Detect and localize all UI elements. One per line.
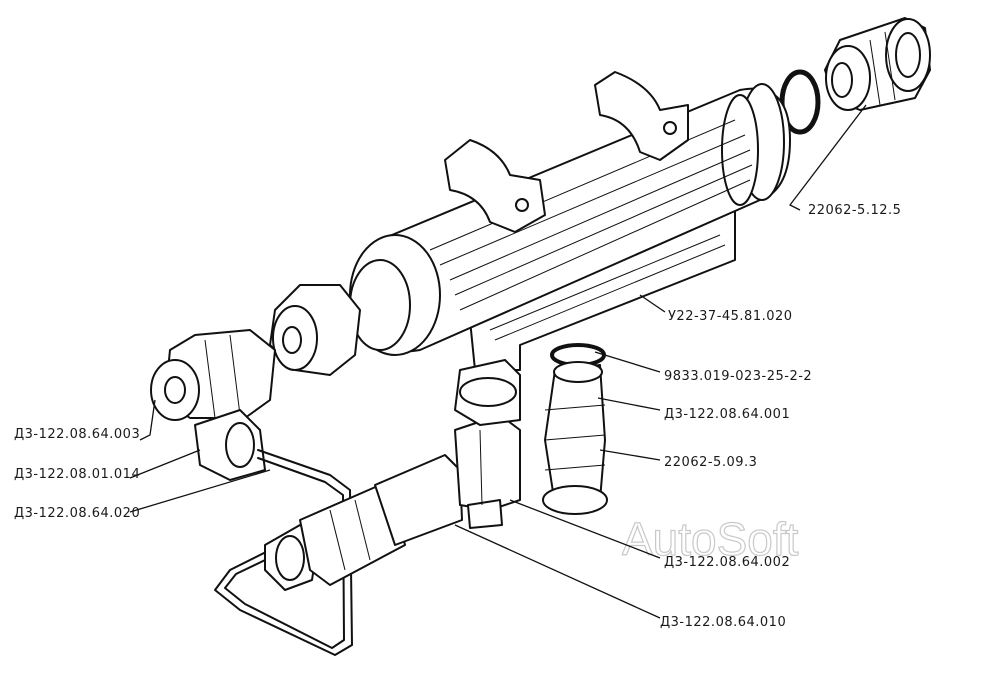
union-nut-lower [299,484,406,586]
watermark: AutoSoft [622,513,799,565]
leader-lines [129,104,867,619]
body-hex-fitting [269,284,361,376]
label-fitting-d3-001: Д3-122.08.64.001 [664,407,790,422]
fitting-column [542,361,608,515]
label-nut-d3-010: Д3-122.08.64.010 [660,615,786,630]
label-washer-9833: 9833.019-023-25-2-2 [664,369,812,384]
label-body-u22: У22-37-45.81.020 [668,309,793,324]
label-tube-d3-020: Д3-122.08.64.020 [14,506,140,521]
mount-saddle-right [594,71,689,161]
label-elbow-d3-014: Д3-122.08.01.014 [14,467,140,482]
end-nipple-fitting [824,17,931,111]
tube-loop [214,449,353,656]
union-nut-left [150,329,276,421]
label-nut-d3-003: Д3-122.08.64.003 [14,427,140,442]
label-ring-22062-5-09-3: 22062-5.09.3 [664,455,757,470]
elbow-fitting [194,409,266,481]
label-tee-d3-002: Д3-122.08.64.002 [664,555,790,570]
tee-fitting [374,359,521,546]
label-ring-22062-5-12-5: 22062-5.12.5 [808,203,901,218]
mount-saddle-left [444,139,546,233]
valve-body [349,83,791,371]
